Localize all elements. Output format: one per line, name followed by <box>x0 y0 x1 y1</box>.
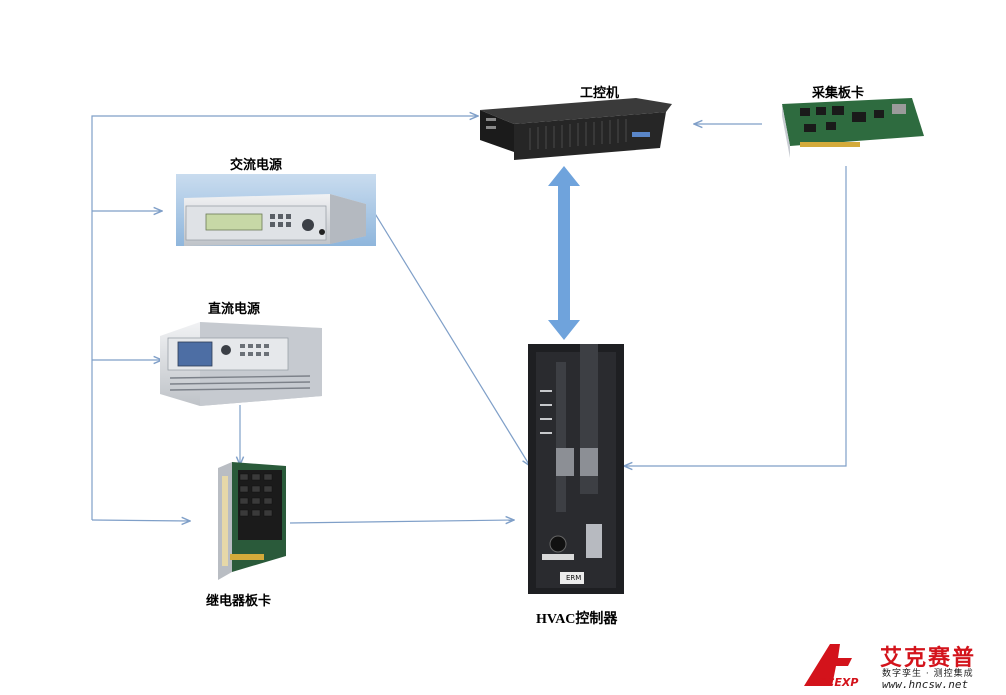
brand-name: 艾克赛普 <box>880 646 977 671</box>
daq-to-hvac <box>624 166 847 466</box>
bus-to-ipc <box>91 116 478 520</box>
dc-power-label: 直流电源 <box>208 302 261 317</box>
brand-url: www.hncsw.net <box>882 678 969 691</box>
relay-to-hvac <box>289 520 514 523</box>
brand-tagline: 数字孪生 · 测控集成 <box>882 669 974 679</box>
relay-card-device <box>218 462 286 580</box>
ac-power-to-hvac <box>373 211 530 466</box>
ac-power-device <box>176 174 376 246</box>
ipc-label: 工控机 <box>580 86 620 101</box>
brand-logo-icon: ACCEXP <box>804 644 858 689</box>
ipc-device <box>480 98 672 160</box>
dc-power-device <box>160 322 322 406</box>
bidirectional-arrow <box>548 166 580 340</box>
bus-to-relay-card <box>91 520 190 521</box>
relay-card-label: 继电器板卡 <box>206 594 272 609</box>
daq-card-device <box>782 98 924 158</box>
hvac-controller-device <box>528 344 624 594</box>
hvac-panel-label: ERM <box>566 574 582 582</box>
daq-card-label: 采集板卡 <box>812 86 865 101</box>
connector-lines <box>91 116 847 523</box>
ac-power-label: 交流电源 <box>230 158 283 173</box>
logo-text: ACCEXP <box>809 676 858 689</box>
hvac-controller-label: HVAC控制器 <box>536 612 618 627</box>
